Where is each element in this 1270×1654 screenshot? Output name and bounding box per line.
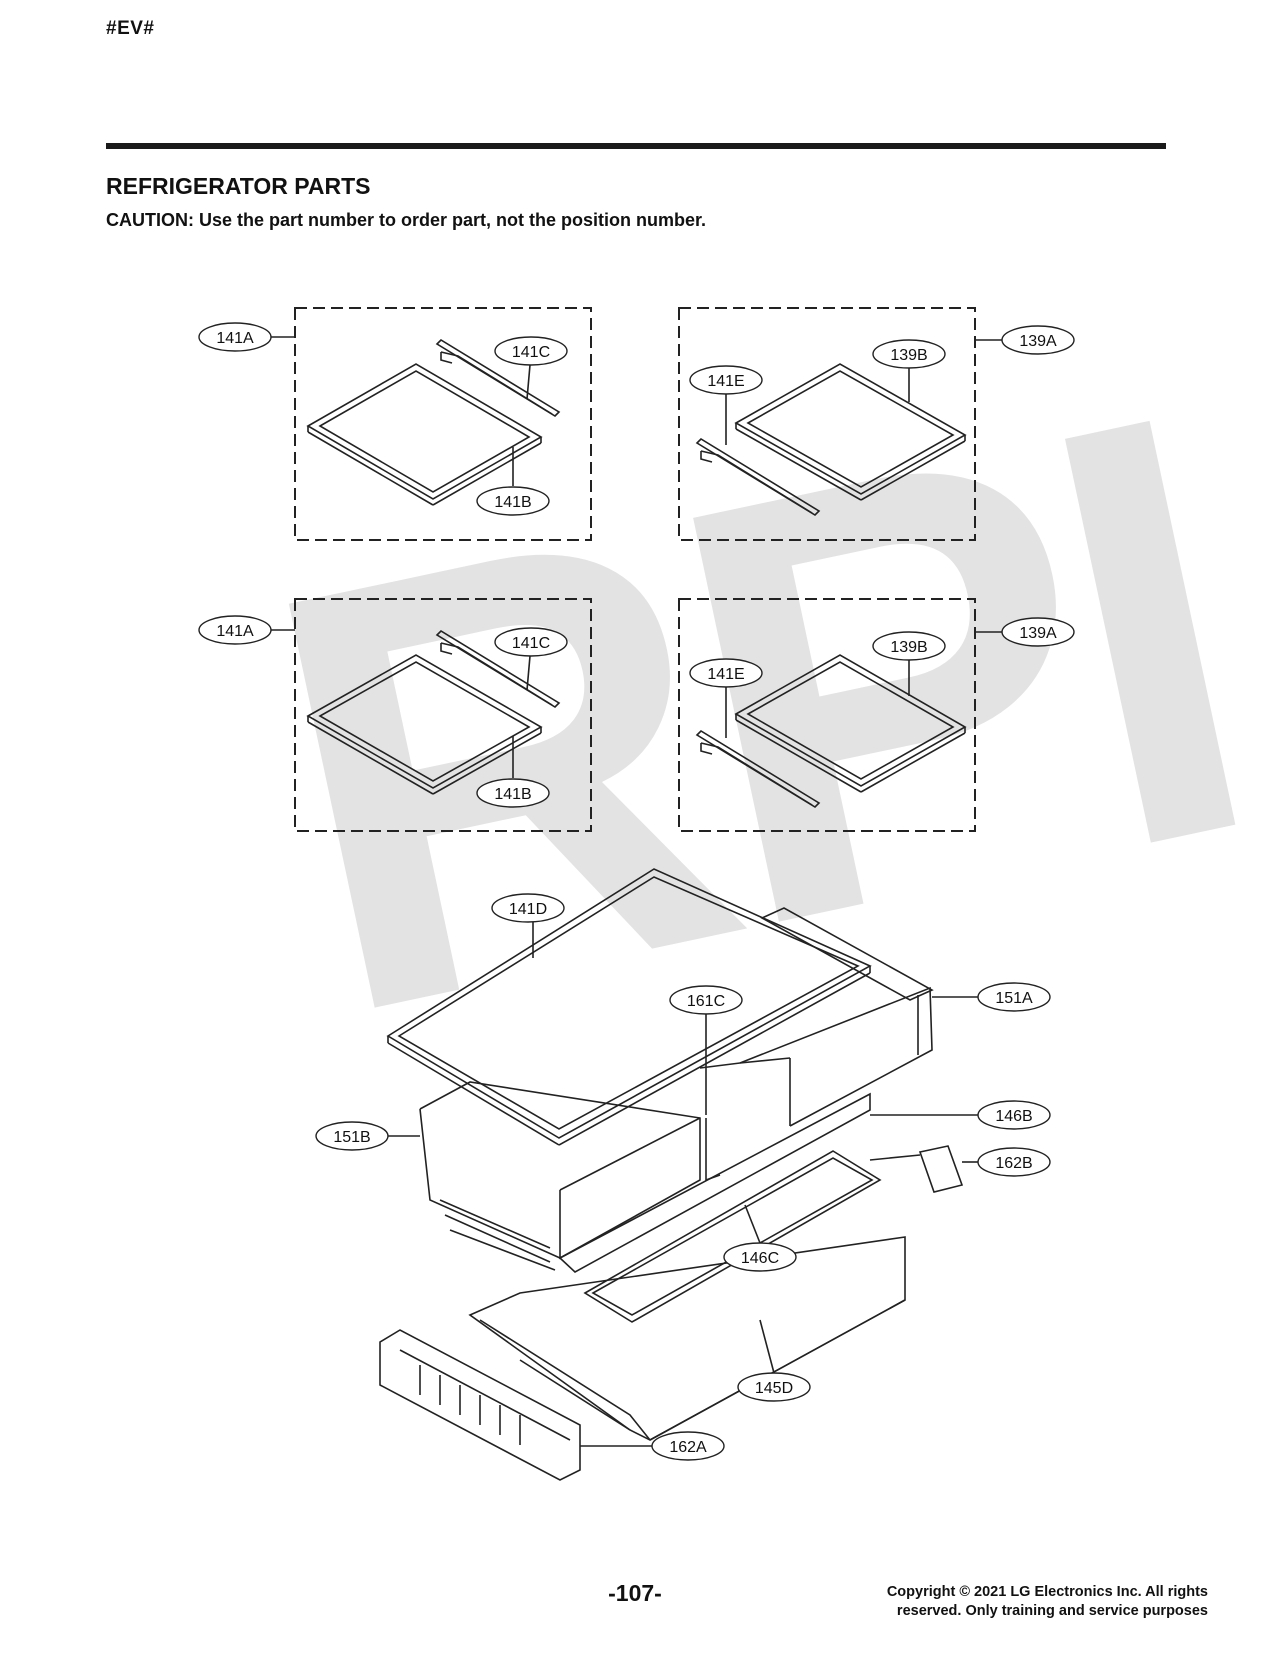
panel-shelf-139a-top (678, 307, 1002, 541)
callout-141e-1 (689, 365, 763, 395)
callout-141a-2 (198, 615, 272, 645)
right-bracket-shape (918, 1145, 964, 1193)
callout-label: 141A (216, 330, 254, 347)
copyright-line-1: Copyright © 2021 LG Electronics Inc. All… (886, 1584, 1208, 1600)
crisper-drawer-assembly (379, 868, 978, 1481)
callout-139a-2 (1001, 617, 1075, 647)
callout-label: 162B (995, 1155, 1032, 1172)
callout-162a (651, 1431, 725, 1461)
callout-141a-1 (198, 322, 272, 352)
callout-139b-2 (872, 631, 946, 661)
page-title: REFRIGERATOR PARTS (106, 173, 371, 199)
callout-label: 139B (890, 639, 927, 656)
divider-frame-shape (558, 1092, 871, 1273)
callout-label: 141B (494, 494, 531, 511)
caution-text: CAUTION: Use the part number to order pa… (106, 210, 707, 230)
cover-glass-shape (386, 868, 872, 1139)
callout-label: 141E (707, 373, 744, 390)
callout-141b-1 (476, 486, 550, 516)
glass-shelf-shape (734, 363, 967, 495)
callout-161c (669, 985, 743, 1015)
callout-label: 141E (707, 666, 744, 683)
dashed-group-box (294, 307, 592, 541)
callout-label: 161C (687, 993, 725, 1010)
callout-label: 139B (890, 347, 927, 364)
callout-label: 141C (512, 635, 550, 652)
callout-label: 139A (1019, 333, 1057, 350)
dashed-group-box (678, 598, 976, 832)
shelf-bracket-shape (695, 437, 821, 517)
callout-label: 145D (755, 1380, 793, 1397)
callout-label: 141B (494, 786, 531, 803)
right-drawer-shape (760, 907, 934, 1001)
callout-141c-1 (494, 336, 568, 366)
callout-label: 146B (995, 1108, 1032, 1125)
header-code: #EV# (106, 18, 155, 39)
panel-shelf-141a-top (271, 307, 592, 541)
copyright-notice: Copyright © 2021 LG Electronics Inc. All… (768, 1583, 1208, 1621)
dashed-group-box (678, 307, 976, 541)
callout-label: 146C (741, 1250, 779, 1267)
callout-139a-1 (1001, 325, 1075, 355)
callout-139b-1 (872, 339, 946, 369)
callout-151a (977, 982, 1051, 1012)
callout-151b (315, 1121, 389, 1151)
callout-141b-2 (476, 778, 550, 808)
left-drawer-shape (419, 1081, 701, 1260)
callout-141c-2 (494, 627, 568, 657)
dashed-group-box (294, 598, 592, 832)
callout-label: 151A (995, 990, 1033, 1007)
copyright-line-2: reserved. Only training and service purp… (896, 1603, 1208, 1619)
shelf-bracket-shape (695, 729, 821, 809)
header-rule (106, 143, 1166, 149)
callout-145d (737, 1372, 811, 1402)
callout-label: 141A (216, 623, 254, 640)
bottom-drawer-shape (468, 1236, 906, 1441)
callout-141d (491, 893, 565, 923)
page-number: -107- (608, 1580, 662, 1606)
glass-shelf-shape (306, 363, 543, 500)
callout-label: 162A (669, 1439, 707, 1456)
callout-162b (977, 1147, 1051, 1177)
glass-shelf-shape (734, 654, 967, 787)
callout-141e-2 (689, 658, 763, 688)
callout-146b (977, 1100, 1051, 1130)
callout-label: 141C (512, 344, 550, 361)
front-cover-shape (379, 1329, 581, 1481)
callout-label: 141D (509, 901, 547, 918)
callout-label: 151B (333, 1129, 370, 1146)
glass-shelf-shape (306, 654, 543, 789)
callout-146c (723, 1242, 797, 1272)
crisper-cover-shape (583, 1150, 882, 1323)
panel-shelf-139a-bottom (678, 598, 1002, 832)
callout-label: 139A (1019, 625, 1057, 642)
panel-shelf-141a-bottom (271, 598, 592, 832)
